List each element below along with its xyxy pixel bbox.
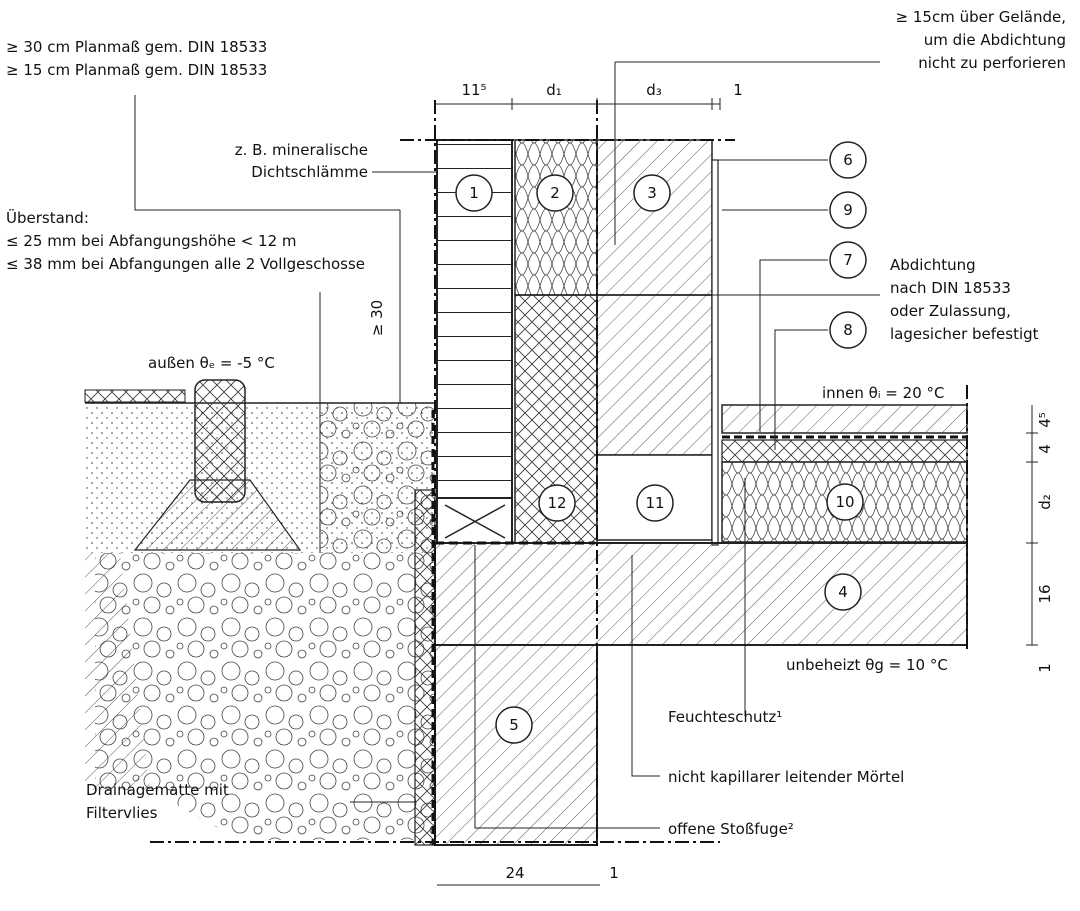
note-waterproofing-3: oder Zulassung, (890, 302, 1011, 320)
note-waterproofing-4: lagesicher befestigt (890, 325, 1039, 343)
dim-d2: d₂ (1036, 494, 1054, 510)
callout-7: 7 (829, 241, 867, 279)
note-drain-2: Filtervlies (86, 804, 158, 822)
svg-text:6: 6 (843, 151, 853, 169)
svg-text:10: 10 (835, 493, 854, 511)
dim-11-5: 11⁵ (461, 81, 486, 99)
axis-lines (150, 100, 968, 850)
dim-d1: d₁ (546, 81, 562, 99)
callout-9: 9 (829, 191, 867, 229)
svg-text:9: 9 (843, 201, 853, 219)
note-waterproofing-1: Abdichtung (890, 256, 976, 274)
callout-6: 6 (829, 141, 867, 179)
dim-ge30: ≥ 30 (368, 300, 386, 336)
note-slurry-2: Dichtschlämme (251, 163, 368, 181)
svg-text:11: 11 (645, 494, 664, 512)
floor-slab-4 (434, 541, 968, 646)
dim-d3: d₃ (646, 81, 662, 99)
floor-layers (721, 404, 968, 543)
svg-text:8: 8 (843, 321, 853, 339)
dim-4: 4 (1036, 444, 1054, 454)
callout-3: 3 (633, 174, 671, 212)
temp-inside: innen θᵢ = 20 °C (822, 384, 944, 402)
dim-1-right: 1 (1036, 663, 1054, 673)
svg-text:2: 2 (550, 184, 560, 202)
callout-5: 5 (495, 706, 533, 744)
basement-wall-5 (414, 410, 598, 846)
note-above-ground-1: ≥ 15cm über Gelände, (896, 8, 1066, 26)
svg-text:1: 1 (469, 184, 479, 202)
dim-16: 16 (1036, 584, 1054, 603)
note-overhang-1: Überstand: (6, 208, 89, 227)
svg-text:12: 12 (547, 494, 566, 512)
note-above-ground-3: nicht zu perforieren (918, 54, 1066, 72)
callout-8: 8 (829, 311, 867, 349)
svg-text:4: 4 (838, 583, 848, 601)
note-mortar: nicht kapillarer leitender Mörtel (668, 768, 904, 786)
svg-text:3: 3 (647, 184, 657, 202)
note-moisture: Feuchteschutz¹ (668, 708, 782, 726)
dim-24: 24 (505, 864, 524, 882)
callout-1: 1 (455, 174, 493, 212)
callouts: 1 2 3 4 5 6 7 8 9 10 11 12 (455, 141, 867, 744)
note-joint: offene Stoßfuge² (668, 820, 794, 838)
callout-4: 4 (824, 573, 862, 611)
note-slurry-1: z. B. mineralische (235, 141, 368, 159)
dim-1-bottom: 1 (609, 864, 619, 882)
dim-1-top: 1 (733, 81, 743, 99)
note-planmass-30: ≥ 30 cm Planmaß gem. DIN 18533 (6, 38, 267, 56)
note-overhang-2: ≤ 25 mm bei Abfangungshöhe < 12 m (6, 232, 297, 250)
callout-12: 12 (538, 484, 576, 522)
note-overhang-3: ≤ 38 mm bei Abfangungen alle 2 Vollgesch… (6, 255, 365, 273)
leader-lines (134, 61, 880, 829)
note-planmass-15: ≥ 15 cm Planmaß gem. DIN 18533 (6, 61, 267, 79)
soil-and-gravel (84, 389, 435, 840)
callout-10: 10 (826, 483, 864, 521)
svg-text:7: 7 (843, 251, 853, 269)
temp-unheated: unbeheizt θg = 10 °C (786, 656, 948, 674)
note-waterproofing-2: nach DIN 18533 (890, 279, 1011, 297)
labels: ≥ 30 cm Planmaß gem. DIN 18533 ≥ 15 cm P… (6, 8, 1066, 882)
callout-2: 2 (536, 174, 574, 212)
dimension-lines (399, 98, 1038, 886)
dim-4-5: 4⁵ (1036, 412, 1054, 428)
note-above-ground-2: um die Abdichtung (924, 31, 1066, 49)
temp-outside: außen θₑ = -5 °C (148, 354, 275, 372)
inner-masonry-3 (596, 139, 719, 546)
curb-stone (133, 379, 302, 551)
svg-text:5: 5 (509, 716, 519, 734)
callout-11: 11 (636, 484, 674, 522)
note-drain-1: Drainagematte mit (86, 781, 229, 799)
